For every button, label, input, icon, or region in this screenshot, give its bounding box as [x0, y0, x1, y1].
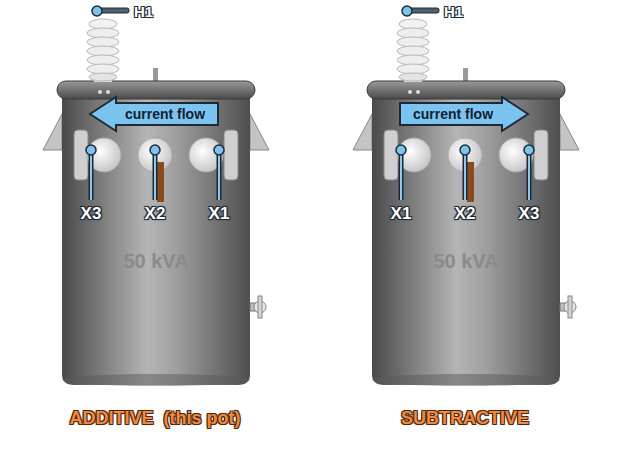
kva-rating: 50 kVA — [433, 250, 498, 273]
transformer-left — [43, 6, 269, 386]
bushing-label: X3 — [519, 204, 540, 224]
terminal-label: H1 — [134, 3, 153, 20]
transformer-right — [353, 6, 579, 386]
transformer-tank: 50 kVA current flow — [62, 82, 250, 382]
polarity-caption: ADDITIVE (this pot) — [70, 408, 241, 429]
terminal-label: H1 — [444, 3, 463, 20]
arrow-label: current flow — [125, 106, 205, 122]
bushing-label: X1 — [391, 204, 412, 224]
kva-rating: 50 kVA — [123, 250, 188, 273]
polarity-caption: SUBTRACTIVE — [401, 408, 529, 429]
bushing-label: X2 — [145, 204, 166, 224]
current-flow-arrow: current flow — [90, 97, 218, 131]
bushing-label: X2 — [455, 204, 476, 224]
bushing-label: X1 — [209, 204, 230, 224]
transformer-tank: 50 kVA current flow — [372, 82, 560, 382]
arrow-outline — [400, 97, 528, 131]
arrow-outline — [90, 97, 218, 131]
arrow-label: current flow — [413, 106, 493, 122]
bushing-label: X3 — [81, 204, 102, 224]
current-flow-arrow: current flow — [400, 97, 528, 131]
